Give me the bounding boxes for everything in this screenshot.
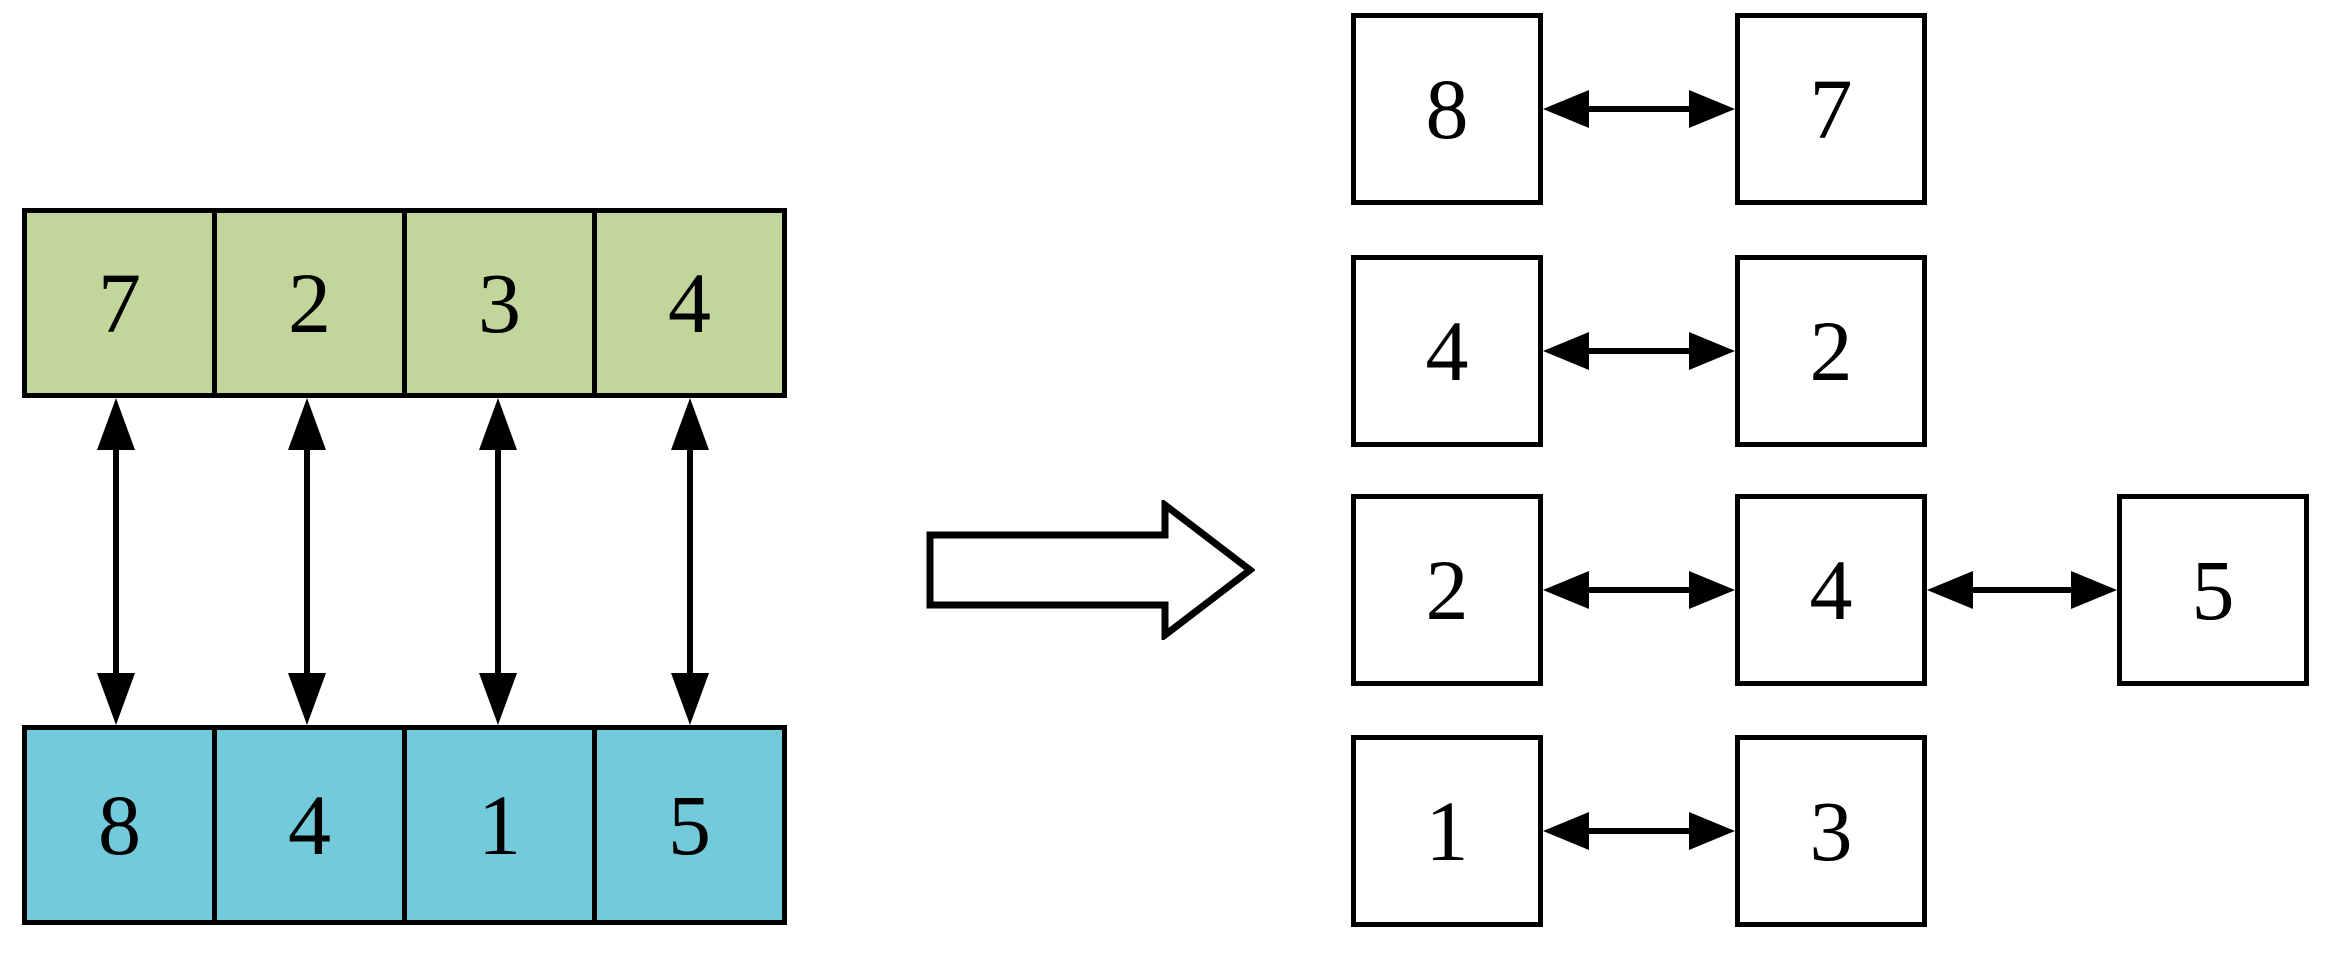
green-array-cell-3: 4 <box>597 213 782 393</box>
node-box-r3-c0-value: 1 <box>1425 783 1469 879</box>
vertical-double-arrow-3 <box>660 398 720 725</box>
vertical-double-arrow-1 <box>277 398 337 725</box>
node-box-r1-c1-value: 2 <box>1809 303 1853 399</box>
node-box-r2-c0: 2 <box>1351 494 1543 686</box>
node-box-r2-c0-value: 2 <box>1425 542 1469 638</box>
node-box-r0-c1: 7 <box>1735 13 1927 205</box>
cyan-array-cell-3-value: 5 <box>668 777 711 873</box>
cyan-array-cell-1-value: 4 <box>288 777 331 873</box>
cyan-array-cell-2: 1 <box>407 730 597 920</box>
cyan-array-cell-2-value: 1 <box>478 777 521 873</box>
cyan-array-cell-1: 4 <box>217 730 407 920</box>
node-box-r3-c0: 1 <box>1351 735 1543 927</box>
green-array-cell-3-value: 4 <box>668 255 711 351</box>
horizontal-double-arrow-r2-1 <box>1927 560 2117 620</box>
cyan-array-cell-0: 8 <box>27 730 217 920</box>
vertical-double-arrow-0 <box>86 398 146 725</box>
horizontal-double-arrow-r0-0 <box>1543 79 1735 139</box>
vertical-double-arrow-2 <box>468 398 528 725</box>
node-box-r2-c1-value: 4 <box>1809 542 1853 638</box>
node-box-r2-c1: 4 <box>1735 494 1927 686</box>
horizontal-double-arrow-r1-0 <box>1543 321 1735 381</box>
node-box-r2-c2-value: 5 <box>2191 542 2235 638</box>
green-array-cell-0: 7 <box>27 213 217 393</box>
cyan-array: 8 4 1 5 <box>22 725 787 925</box>
horizontal-double-arrow-r3-0 <box>1543 801 1735 861</box>
node-box-r3-c1-value: 3 <box>1809 783 1853 879</box>
node-box-r1-c1: 2 <box>1735 255 1927 447</box>
node-box-r1-c0-value: 4 <box>1425 303 1469 399</box>
cyan-array-cell-0-value: 8 <box>98 777 141 873</box>
horizontal-double-arrow-r2-0 <box>1543 560 1735 620</box>
green-array-cell-1: 2 <box>217 213 407 393</box>
block-arrow-right-icon <box>925 500 1255 640</box>
node-box-r0-c0: 8 <box>1351 13 1543 205</box>
node-box-r2-c2: 5 <box>2117 494 2309 686</box>
green-array-cell-0-value: 7 <box>98 255 141 351</box>
node-box-r1-c0: 4 <box>1351 255 1543 447</box>
green-array-cell-1-value: 2 <box>288 255 331 351</box>
node-box-r0-c1-value: 7 <box>1809 61 1853 157</box>
green-array-cell-2-value: 3 <box>478 255 521 351</box>
green-array: 7 2 3 4 <box>22 208 787 398</box>
node-box-r3-c1: 3 <box>1735 735 1927 927</box>
cyan-array-cell-3: 5 <box>597 730 782 920</box>
node-box-r0-c0-value: 8 <box>1425 61 1469 157</box>
green-array-cell-2: 3 <box>407 213 597 393</box>
